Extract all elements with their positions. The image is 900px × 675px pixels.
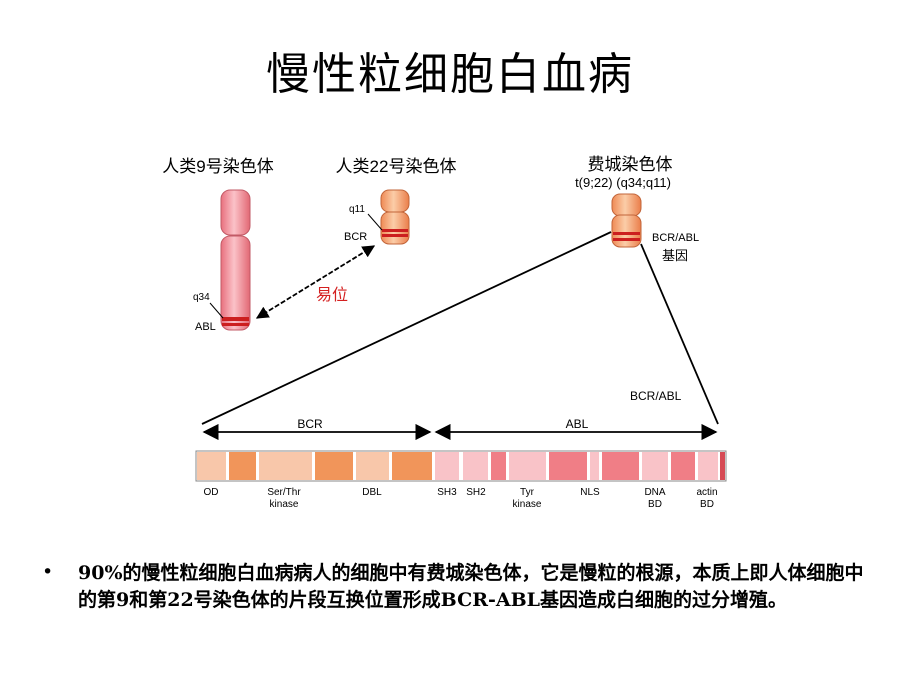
translocation-label: 易位 [316, 286, 348, 304]
domain-nls [549, 452, 587, 480]
bullet-text: 90%的慢性粒细胞白血病病人的细胞中有费城染色体，它是慢粒的根源，本质上即人体细… [78, 562, 864, 611]
translocation-arrow [255, 245, 376, 319]
domain-sh3-label: SH3 [437, 487, 457, 498]
projection-line-left [201, 231, 612, 425]
chr9-label: 人类9号染色体 [162, 157, 273, 176]
chromosome-22 [380, 189, 410, 245]
chr22-label: 人类22号染色体 [336, 157, 457, 176]
q34-label: q34 [193, 292, 210, 303]
abl-label: ABL [195, 321, 216, 333]
domain-tyr [509, 452, 546, 480]
domain-serthr-label: Ser/Thr [267, 487, 301, 498]
domain-od-label: OD [204, 487, 219, 498]
domain-dna-bd [642, 452, 668, 480]
domain-serthr-label-2: kinase [270, 499, 299, 510]
chromosome-diagram: 人类9号染色体 q34 ABL 人类22号染色体 q11 BCR 易位 费城染色… [162, 155, 727, 510]
domain-sh3 [435, 452, 459, 480]
q11-label: q11 [349, 204, 365, 215]
projection-line-right [640, 243, 719, 425]
domain-serthr [259, 452, 312, 480]
domain-sh2-label: SH2 [466, 487, 486, 498]
domain-dbl-label: DBL [362, 487, 382, 498]
domain-actin-label: actin [696, 487, 717, 498]
slide-title: 慢性粒细胞白血病 [266, 49, 634, 100]
domain-tyr-label: Tyr [520, 487, 535, 498]
abl-span-label: ABL [566, 417, 589, 431]
domain-dna-label: DNA [644, 487, 665, 498]
bcr-span-label: BCR [297, 417, 323, 431]
domain-dna-label-2: BD [648, 499, 662, 510]
domain-od [197, 452, 226, 480]
philadelphia-chromosome [611, 193, 642, 248]
fusion-protein-bar [195, 450, 727, 482]
ph-chromosome-label: 费城染色体 [588, 155, 673, 174]
bullet-point: • [42, 561, 54, 583]
bcr-label: BCR [344, 231, 367, 243]
bcr-abl-gene-label: BCR/ABL [652, 232, 699, 244]
domain-sh2 [463, 452, 488, 480]
domain-tyr-label-2: kinase [513, 499, 542, 510]
domain-actin-label-2: BD [700, 499, 714, 510]
ph-chromosome-sublabel: t(9;22) (q34;q11) [575, 175, 671, 190]
domain-actin-bd [698, 452, 718, 480]
chromosome-9 [220, 189, 251, 331]
fusion-label: BCR/ABL [630, 389, 682, 403]
bcr-abl-gene-label-2: 基因 [662, 248, 688, 263]
domain-dbl [356, 452, 389, 480]
domain-nls-label: NLS [580, 487, 600, 498]
